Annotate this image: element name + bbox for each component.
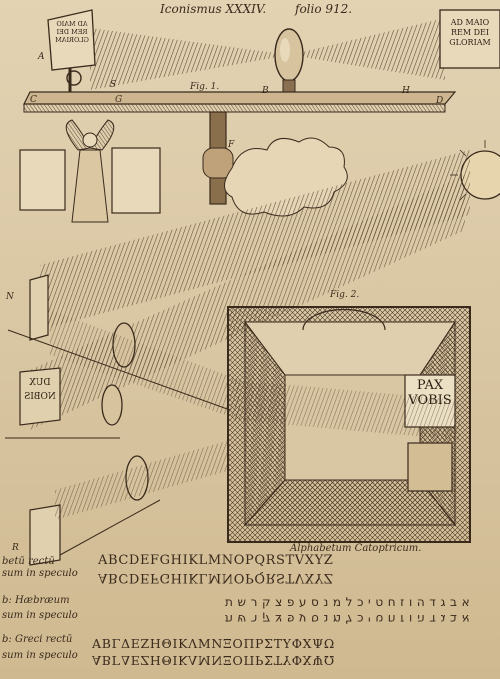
letter-h: H xyxy=(402,86,410,96)
hebrew-alphabet: א ב ג ד ה ו ז ח ט י כ ל מ נ ס ע פ צ ק ר … xyxy=(224,595,470,609)
letter-n: N xyxy=(6,292,14,302)
letter-f: F xyxy=(228,140,235,150)
latin-alphabet-mirror: ABCDEFGHIKLMNOPQRSTVXYZ xyxy=(98,570,333,585)
fig2-label: Fig. 2. xyxy=(330,290,360,300)
greek-label: b: Greci rectū xyxy=(2,634,73,645)
left-apparatus xyxy=(5,274,240,566)
latin-label: betū rectū xyxy=(2,556,55,567)
hebrew-mirror-text: א ב ג ד ה ו ז ח ט י כ ל מ נ ס ע פ צ ק ר … xyxy=(224,612,470,626)
fig1-label: Fig. 1. xyxy=(190,82,220,92)
fig1-lens xyxy=(274,28,304,101)
latin-label-mirror: sum in speculo xyxy=(2,568,78,579)
alphabet-caption: Alphabetum Catoptricum. xyxy=(290,543,422,554)
folio-number: folio 912. xyxy=(295,2,353,16)
angel-figure xyxy=(19,119,161,223)
optical-bench-rail xyxy=(23,91,457,205)
fig1-right-sign xyxy=(439,9,500,69)
dux-text: DUX xyxy=(29,378,51,388)
hebrew-label: b: Hæbræum xyxy=(2,595,70,606)
plate-title: Iconismus XXXIV. xyxy=(160,2,267,16)
greek-alphabet: ΑΒΓΔΕΖΗΘΙΚΛΜΝΞΟΠΡΣΤΥΦΧΨΩ xyxy=(92,636,335,651)
letter-g: G xyxy=(115,95,123,105)
letter-c: C xyxy=(30,95,37,105)
letter-r: R xyxy=(12,543,19,553)
fig1-mirror-sign xyxy=(47,9,96,98)
letter-s: S xyxy=(110,80,117,90)
pax-vobis-text: PAX VOBIS xyxy=(408,378,452,408)
letter-a: A xyxy=(38,52,45,62)
greek-label-mirror: sum in speculo xyxy=(2,650,78,661)
greek-mirror-text: ΑΒΓΔΕΖΗΘΙΚΛΜΝΞΟΠΡΣΤΥΦΧΨΩ xyxy=(92,653,335,668)
letter-b: B xyxy=(262,86,269,96)
hebrew-label-mirror: sum in speculo xyxy=(2,610,78,621)
fig1-beam xyxy=(90,18,445,90)
fig2-room xyxy=(227,306,471,543)
mirror-sign-text: AD MAIO REM DEI GLORIAM xyxy=(55,20,89,44)
letter-d: D xyxy=(436,96,444,106)
right-sign-text: AD MAIO REM DEI GLORIAM xyxy=(449,18,491,47)
latin-alphabet: ABCDEFGHIKLMNOPQRSTVXYZ xyxy=(98,553,334,568)
nobis-text: NOBIS xyxy=(24,392,56,402)
latin-mirror-text: ABCDEFGHIKLMNOPQRSTVXYZ xyxy=(98,570,334,585)
hebrew-alphabet-mirror: א ב ג ד ה ו ז ח ט י כ ל מ נ ס ע פ צ ק ר … xyxy=(98,612,470,626)
greek-alphabet-mirror: ΑΒΓΔΕΖΗΘΙΚΛΜΝΞΟΠΡΣΤΥΦΧΨΩ xyxy=(92,653,335,668)
